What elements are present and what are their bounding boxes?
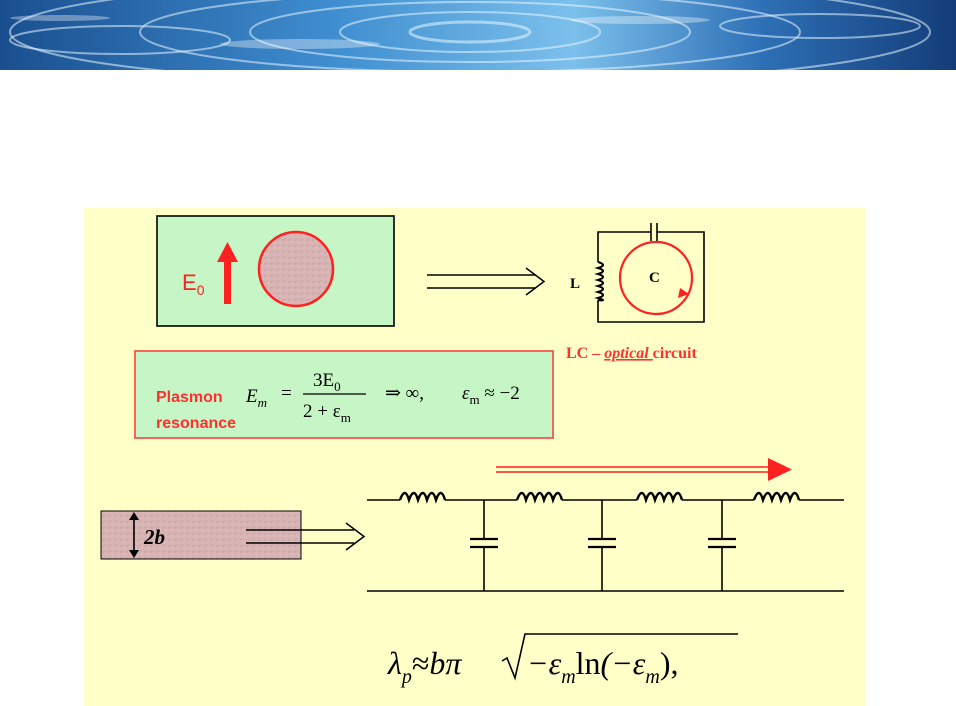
formula-condition: εm ≈ −2 [462,383,520,407]
shunt-capacitor-1 [470,500,498,591]
sphere-field-diagram: E0 [156,215,395,327]
transmission-line [367,491,844,592]
inductor-4 [752,491,801,504]
current-loop-arrow [678,288,689,298]
plasmon-resonance-box: Plasmon resonance Em = 3E0 2 + εm ⇒ ∞, ε… [134,350,554,439]
transform-arrow-bottom [246,522,366,551]
radical-sign [501,633,738,681]
formula-denominator: 2 + εm [303,401,351,425]
formula-approx: ≈ [412,645,430,681]
current-loop [618,240,694,316]
formula-numerator: 3E0 [313,370,341,394]
propagation-arrow [496,458,792,481]
inductor-2 [515,491,564,504]
capacitor-label: C [649,270,660,286]
shunt-capacitor-2 [588,500,616,591]
thickness-marker [129,512,139,558]
lc-caption: LC – optical circuit [566,345,697,362]
formula-lambda-sub: p [400,666,412,688]
inductor-label: L [570,276,580,292]
nanowire-diagram: 2b [100,510,302,560]
formula-lambda: λ [387,645,402,681]
thickness-label: 2b [143,525,165,549]
svg-text:−εmln(−εm),: −εmln(−εm), [527,645,679,688]
svg-text:λp≈bπ: λp≈bπ [387,645,462,688]
shunt-capacitor-3 [708,500,736,591]
inductor-coil [594,260,605,302]
resonance-title-line2: resonance [156,415,236,432]
formula-prefix: bπ [429,645,462,681]
field-label: E0 [182,270,205,298]
radicand-ln: ln [576,645,601,681]
resonance-title-line1: Plasmon [156,389,223,406]
radicand-b: (−ε [601,645,646,681]
formula-limit: ⇒ ∞, [385,383,424,404]
formula-lhs: Em [245,386,267,410]
metal-sphere [257,230,335,308]
transform-arrow-top [427,267,546,296]
radicand-a: −ε [527,645,562,681]
lc-circuit [594,223,705,323]
inductor-1 [398,491,447,504]
figure-canvas: E0 L C LC – optical circuit Plasmon reso… [100,215,844,688]
formula-equals: = [281,383,292,404]
inductor-3 [635,491,684,504]
wavelength-formula: λp≈bπ −εmln(−εm), [387,633,738,688]
header-banner [0,0,956,70]
field-arrow [217,242,238,304]
